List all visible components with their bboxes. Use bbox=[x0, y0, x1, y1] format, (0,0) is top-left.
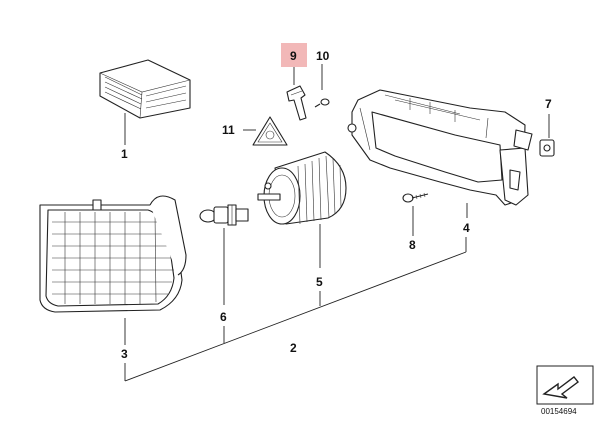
callout-5: 5 bbox=[316, 275, 323, 289]
part-6-bulb bbox=[199, 204, 249, 226]
part-5-socket bbox=[257, 151, 347, 225]
part-3-lamp-lens bbox=[39, 195, 187, 313]
callout-11: 11 bbox=[222, 123, 235, 137]
reference-number: 00154694 bbox=[541, 407, 577, 416]
part-7-clip-nut bbox=[539, 139, 555, 157]
part-10-screw bbox=[314, 98, 330, 108]
part-4-bracket bbox=[347, 89, 533, 206]
part-9-clip bbox=[286, 85, 307, 121]
callout-6: 6 bbox=[220, 310, 227, 324]
assembly-leaders bbox=[124, 237, 467, 382]
callout-9-highlight bbox=[281, 43, 307, 67]
reference-box bbox=[536, 365, 594, 405]
callout-4: 4 bbox=[463, 221, 470, 235]
part-1-box bbox=[99, 59, 191, 119]
part-11-warning-label bbox=[252, 116, 288, 146]
callout-8: 8 bbox=[409, 238, 416, 252]
callout-10: 10 bbox=[316, 49, 330, 63]
callout-9: 9 bbox=[290, 49, 297, 63]
part-8-screw bbox=[402, 192, 429, 203]
callout-7: 7 bbox=[545, 97, 552, 111]
callout-3: 3 bbox=[121, 347, 128, 361]
callout-2: 2 bbox=[290, 341, 297, 355]
callout-1: 1 bbox=[121, 147, 128, 161]
